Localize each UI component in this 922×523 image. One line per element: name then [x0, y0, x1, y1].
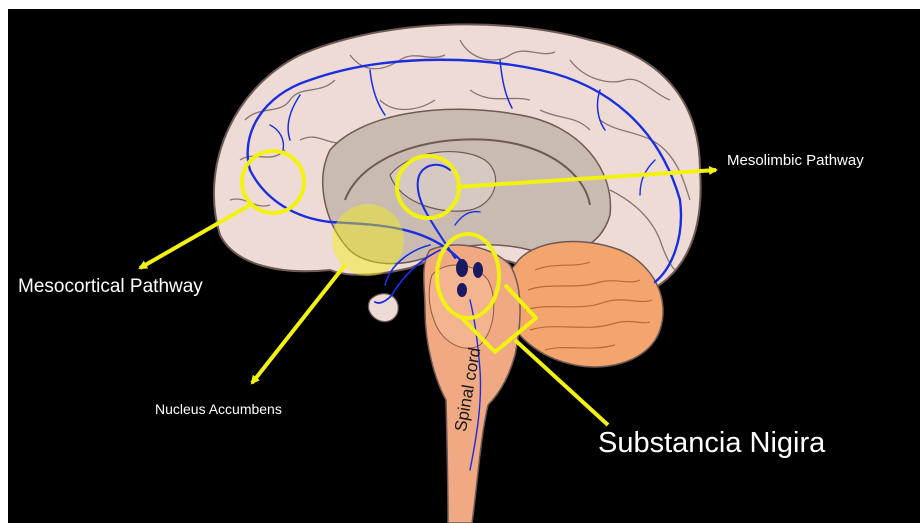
- nucleus-arrow-icon: [252, 265, 345, 383]
- mesocortical-pathway-label: Mesocortical Pathway: [18, 277, 203, 296]
- substancia-nigira-label: Substancia Nigira: [598, 429, 825, 458]
- pituitary: [368, 294, 398, 322]
- mesolimbic-pathway-label: Mesolimbic Pathway: [727, 153, 864, 168]
- nucleus-accumbens-label: Nucleus Accumbens: [155, 402, 282, 416]
